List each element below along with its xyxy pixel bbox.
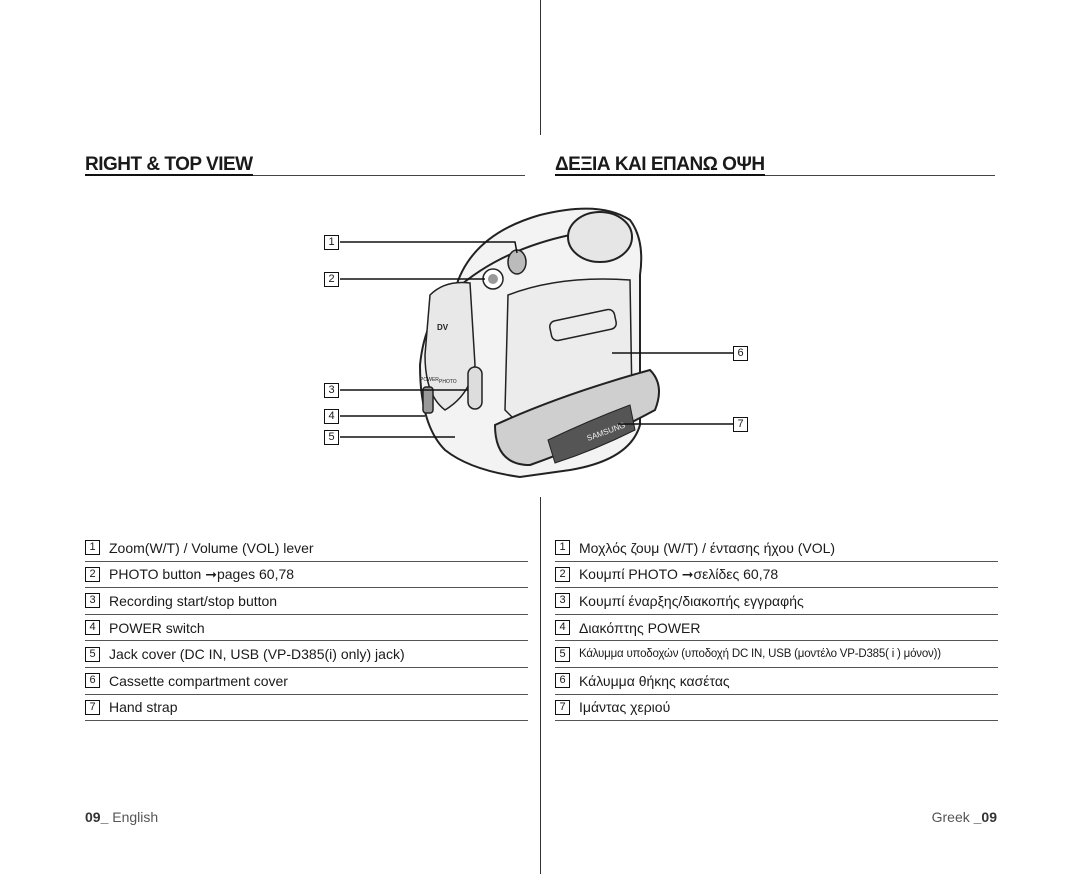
viewfinder-eyecup [567,211,633,263]
item-text: Κουμπί έναρξης/διακοπής εγγραφής [579,592,804,609]
power-switch [422,386,434,414]
list-item: 5 Jack cover (DC IN, USB (VP-D385(i) only… [85,641,528,668]
list-item: 1 Zoom(W/T) / Volume (VOL) lever [85,535,528,562]
list-item: 3 Κουμπί έναρξης/διακοπής εγγραφής [555,588,998,615]
section-heading-greek: ΔΕΞΙΑ ΚΑΙ ΕΠΑΝΩ ΟΨΗ [555,154,995,176]
item-number: 2 [555,566,570,582]
item-number: 7 [555,699,570,715]
callout-5: 5 [324,430,339,445]
camcorder-illustration: SAMSUNG DV PHOTO POWER 1 2 3 4 5 6 7 [0,195,1080,495]
callout-4: 4 [324,409,339,424]
item-text: Κάλυμμα υποδοχών (υποδοχή DC IN, USB (μο… [579,648,941,661]
page-divider-bottom [540,497,541,874]
strap-pad [547,404,636,464]
photo-label: PHOTO [439,379,457,385]
item-number: 6 [555,673,570,689]
item-number: 3 [85,593,100,609]
record-button [467,366,483,410]
callout-leader-lines [340,241,733,438]
item-text: Κάλυμμα θήκης κασέτας [579,672,730,689]
callout-3: 3 [324,383,339,398]
callout-1: 1 [324,235,339,250]
page-divider-top [540,0,541,135]
list-item: 7 Hand strap [85,695,528,722]
page-number: 09_ [85,809,109,825]
item-text: Hand strap [109,699,178,716]
list-item: 6 Κάλυμμα θήκης κασέτας [555,668,998,695]
item-number: 7 [85,699,100,715]
item-text: Zoom(W/T) / Volume (VOL) lever [109,539,314,556]
item-number: 3 [555,593,570,609]
list-item: 1 Μοχλός ζουμ (W/T) / έντασης ήχου (VOL) [555,535,998,562]
item-text: Μοχλός ζουμ (W/T) / έντασης ήχου (VOL) [579,539,836,556]
page-number: _09 [973,809,997,825]
cassette-window [549,308,617,342]
list-item: 2 PHOTO button ➞pages 60,78 [85,562,528,589]
list-item: 7 Ιμάντας χεριού [555,695,998,722]
footer-greek: Greek _09 [932,809,997,825]
item-number: 4 [85,620,100,636]
list-item: 4 POWER switch [85,615,528,642]
item-text: Διακόπτης POWER [579,619,701,636]
list-item: 3 Recording start/stop button [85,588,528,615]
heading-text: RIGHT & TOP VIEW [85,154,253,176]
list-item: 4 Διακόπτης POWER [555,615,998,642]
footer-language: English [112,809,159,825]
list-item: 6 Cassette compartment cover [85,668,528,695]
item-number: 1 [555,540,570,556]
item-number: 6 [85,673,100,689]
item-text: Jack cover (DC IN, USB (VP-D385(i) only)… [109,646,405,663]
hand-strap [493,368,660,467]
heading-text: ΔΕΞΙΑ ΚΑΙ ΕΠΑΝΩ ΟΨΗ [555,154,765,176]
item-text: Ιμάντας χεριού [579,699,671,716]
zoom-lever [507,249,527,275]
lcd-side-panel [424,281,476,411]
item-text: Recording start/stop button [109,592,278,609]
callout-7: 7 [733,417,748,432]
item-text: POWER switch [109,619,205,636]
item-number: 5 [85,646,100,662]
callout-2: 2 [324,272,339,287]
item-number: 5 [555,646,570,662]
item-text: Cassette compartment cover [109,672,288,689]
footer-english: 09_ English [85,809,158,825]
item-number: 4 [555,620,570,636]
item-text: PHOTO button ➞pages 60,78 [109,565,295,582]
footer-language: Greek [931,809,970,825]
section-heading-english: RIGHT & TOP VIEW [85,154,525,176]
english-parts-list: 1 Zoom(W/T) / Volume (VOL) lever 2 PHOTO b… [85,535,528,722]
item-number: 2 [85,566,100,582]
item-text: Κουμπί PHOTO ➞σελίδες 60,78 [579,565,779,582]
item-number: 1 [85,540,100,556]
list-item: 5 Κάλυμμα υποδοχών (υποδοχή DC IN, USB (μ… [555,641,998,668]
camcorder-drawing: SAMSUNG DV PHOTO POWER [340,207,733,479]
callout-6: 6 [733,346,748,361]
list-item: 2 Κουμπί PHOTO ➞σελίδες 60,78 [555,562,998,589]
power-label: POWER [420,377,439,383]
dv-label: DV [437,323,449,332]
